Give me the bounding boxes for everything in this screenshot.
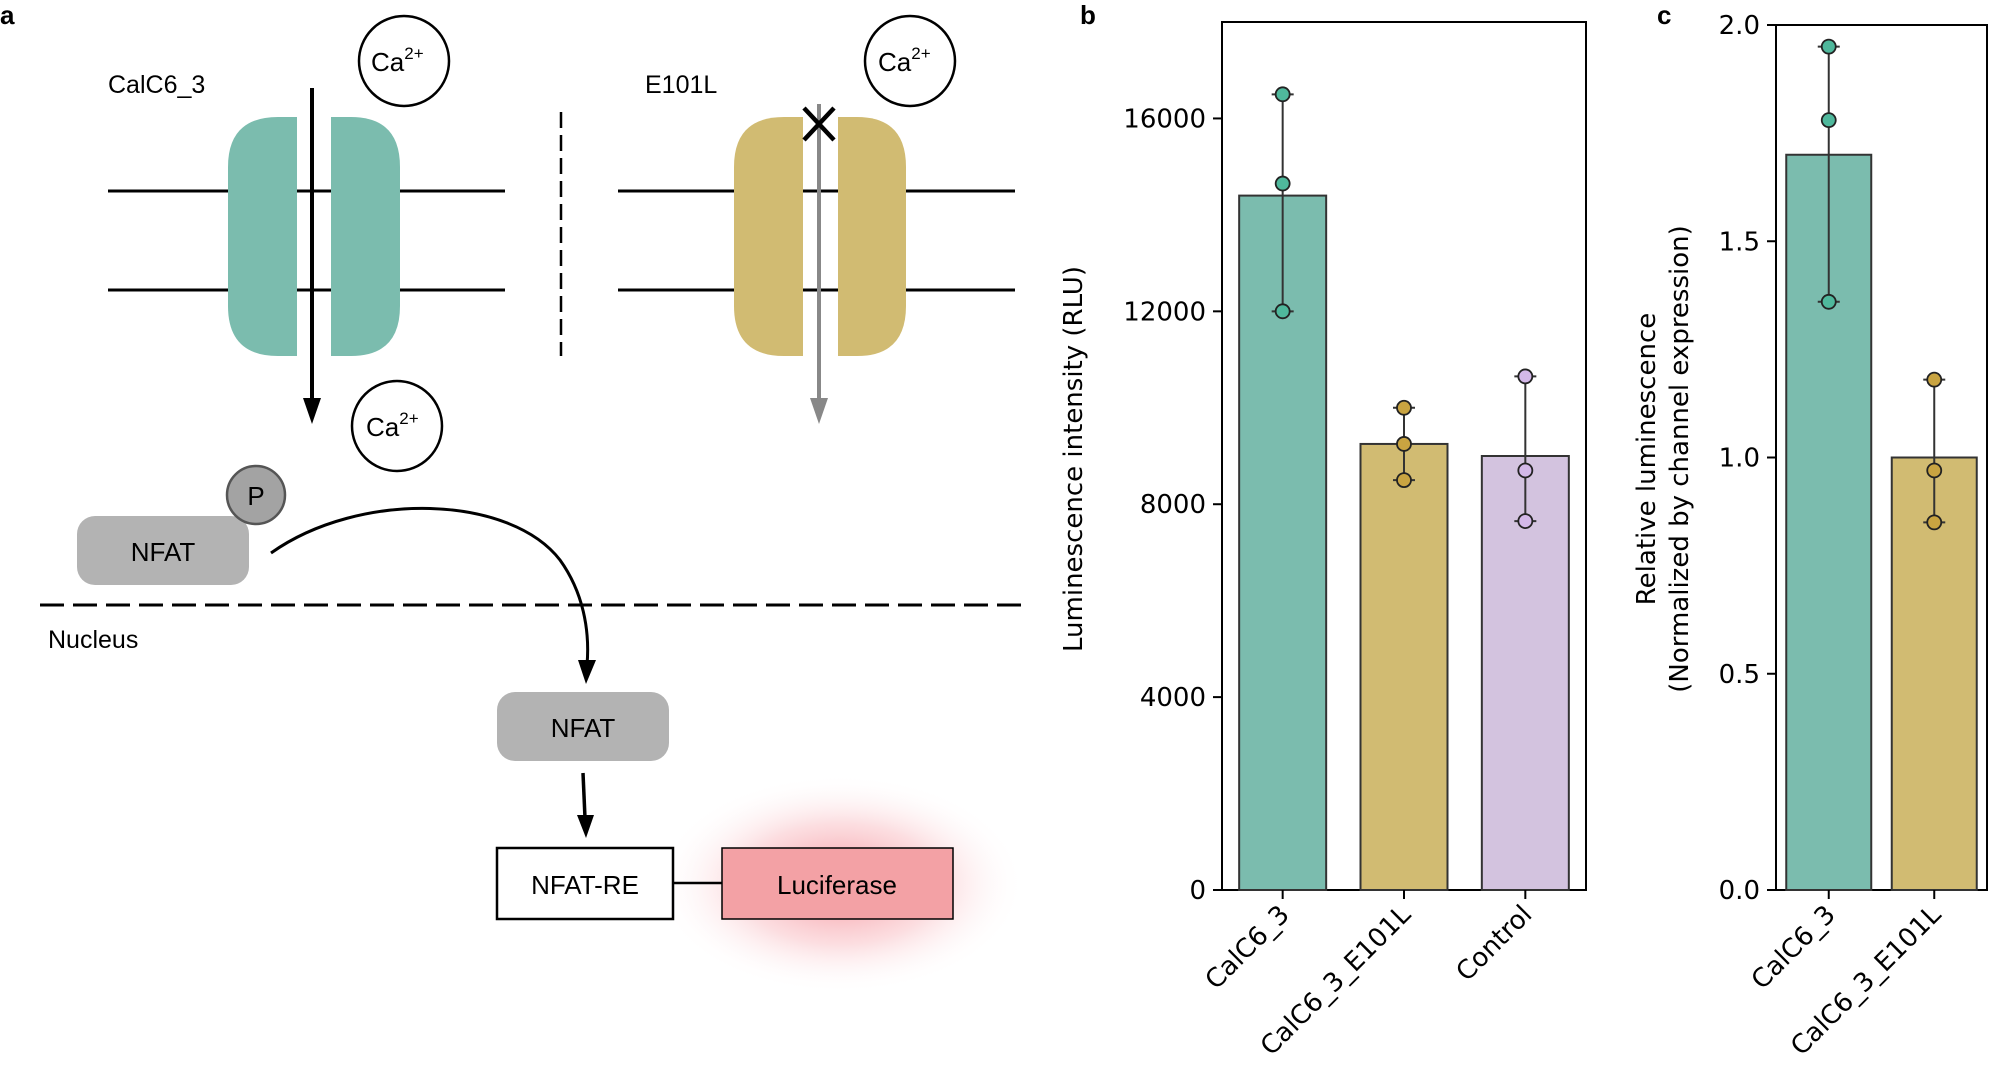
nfat-re-box	[495, 846, 675, 921]
left-channel-left-half	[228, 117, 297, 356]
chart-b-data-point	[1396, 472, 1412, 489]
panel-b: b Luminescence intensity (RLU) 0 4000 8000…	[1059, 0, 1587, 1062]
ion-circle-top-right	[863, 14, 957, 108]
chart-c-xtick-label: CalC6_3	[1746, 900, 1842, 996]
chart-b-data-point	[1396, 399, 1412, 416]
chart-c-ytick-label: 1.0	[1719, 444, 1760, 474]
chart-c-data-point	[1820, 293, 1837, 310]
transcription-arrow	[581, 772, 587, 819]
chart-c-data-point	[1926, 514, 1943, 531]
chart-b-bar	[1359, 442, 1449, 891]
right-arrow-head	[810, 398, 828, 424]
chart-b-data-point	[1517, 513, 1534, 529]
ion-bottom-left: Ca2+	[366, 409, 419, 442]
chart-c-ytick-label: 0.5	[1719, 660, 1760, 690]
right-channel-right-half	[838, 117, 906, 356]
phospho-label: P	[247, 481, 264, 511]
right-channel-left-half	[734, 117, 803, 356]
nucleus-label: Nucleus	[48, 626, 138, 654]
panel-letter-b: b	[1080, 0, 1096, 30]
nfat-re-label: NFAT-RE	[531, 870, 639, 900]
nfat-nuclear-box	[497, 692, 669, 761]
chart-c-ytick-label: 2.0	[1719, 11, 1760, 41]
ion-circle-bottom-left	[350, 379, 444, 473]
chart-b-ytick-label: 0	[1189, 876, 1206, 906]
chart-c-data-point	[1820, 112, 1837, 129]
luciferase-box	[721, 847, 954, 920]
nfat-nuclear-label: NFAT	[551, 713, 616, 743]
chart-b-data-point	[1517, 462, 1534, 479]
panel-c-ylabel-line1: Relative luminescence	[1632, 313, 1662, 605]
chart-b-ytick-label: 4000	[1140, 683, 1206, 713]
panel-letter-a: a	[0, 0, 15, 30]
left-channel-right-half	[331, 117, 400, 356]
chart-b-data-point	[1274, 303, 1291, 320]
chart-c-data-point	[1926, 371, 1943, 388]
chart-c-ytick-label: 1.5	[1719, 227, 1760, 257]
chart-b-ytick-label: 8000	[1140, 490, 1206, 520]
translocation-arrow-head	[578, 660, 596, 684]
panel-letter-c: c	[1657, 0, 1671, 30]
transcription-arrow-head	[577, 815, 594, 838]
right-channel-label: E101L	[645, 71, 717, 99]
left-arrow-head	[303, 398, 321, 424]
nfat-cyto-box	[77, 516, 249, 585]
nfat-cyto-label: NFAT	[131, 537, 196, 567]
luciferase-label: Luciferase	[777, 870, 897, 900]
translocation-arrow	[270, 506, 590, 666]
chart-b-ytick-label: 16000	[1123, 104, 1206, 134]
phospho-circle	[225, 464, 287, 526]
panel-a: a CalC6_3 Ca2+ Ca2+ E101L Ca2+ NFAT	[0, 0, 1025, 994]
chart-b-data-point	[1396, 436, 1412, 452]
chart-b-data-point	[1517, 368, 1534, 385]
chart-b-data-point	[1274, 86, 1291, 103]
chart-c-ytick-label: 0.0	[1719, 876, 1760, 906]
chart-b-xtick-label: CalC6_3	[1200, 900, 1296, 996]
panel-c-ylabel-line2: (Normalized by channel expression)	[1665, 225, 1695, 693]
chart-c-data-point	[1926, 462, 1943, 479]
left-channel-label: CalC6_3	[108, 71, 205, 99]
ion-circle-top-left	[357, 14, 451, 108]
chart-b-data-point	[1274, 175, 1291, 192]
chart-b-xtick-label: Control	[1451, 900, 1539, 988]
ion-top-left: Ca2+	[371, 44, 424, 77]
chart-c-data-point	[1820, 38, 1837, 55]
panel-b-ylabel: Luminescence intensity (RLU)	[1059, 266, 1089, 652]
chart-b-ytick-label: 12000	[1123, 297, 1206, 327]
panel-c: c Relative luminescence (Normalized by c…	[1632, 0, 1988, 1062]
block-x-icon	[802, 106, 836, 142]
ion-top-right: Ca2+	[878, 44, 931, 77]
